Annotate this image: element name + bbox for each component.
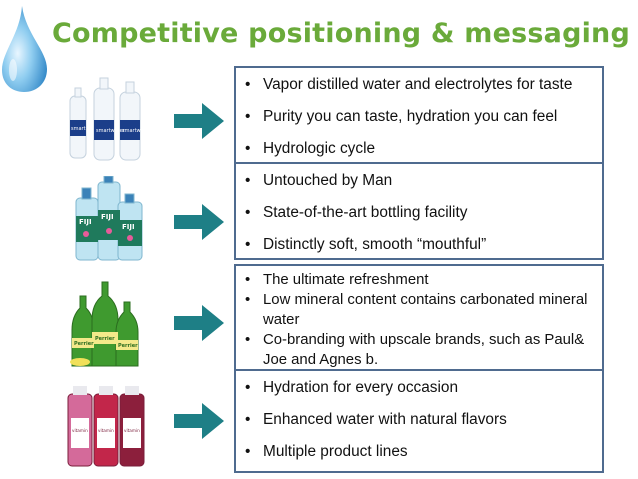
svg-text:Perrier: Perrier [95, 336, 115, 342]
smartwater-bottles-image: smart smartwater smartwater [69, 77, 152, 161]
svg-text:vitamin: vitamin [124, 428, 140, 433]
fiji-messaging-box: Untouched by Man State-of-the-art bottli… [234, 162, 604, 261]
svg-text:Perrier: Perrier [74, 341, 94, 347]
arrow-right-icon [174, 103, 224, 139]
svg-text:Perrier: Perrier [118, 343, 138, 349]
fiji-bottles-image: FIJI FIJI FIJI [75, 176, 143, 261]
svg-text:smartwater: smartwater [122, 128, 152, 134]
arrow-right-icon [174, 403, 224, 439]
list-item: Vapor distilled water and electrolytes f… [236, 69, 602, 101]
svg-text:smart: smart [71, 126, 86, 132]
perrier-messaging-box: The ultimate refreshment Low mineral con… [234, 264, 604, 372]
list-item: Hydrologic cycle [236, 133, 602, 165]
list-item: Untouched by Man [236, 165, 602, 197]
svg-text:FIJI: FIJI [101, 213, 114, 221]
list-item: Low mineral content contains carbonated … [236, 290, 602, 330]
list-item: Multiple product lines [236, 436, 602, 468]
svg-text:vitamin: vitamin [98, 428, 114, 433]
slide-title: Competitive positioning & messaging [52, 18, 630, 49]
list-item: Purity you can taste, hydration you can … [236, 101, 602, 133]
svg-text:vitamin: vitamin [72, 428, 88, 433]
list-item: The ultimate refreshment [236, 270, 602, 290]
svg-text:FIJI: FIJI [79, 218, 92, 226]
list-item: Hydration for every occasion [236, 372, 602, 404]
arrow-right-icon [174, 204, 224, 240]
arrow-right-icon [174, 305, 224, 341]
svg-text:smartwater: smartwater [96, 128, 126, 134]
vitaminwater-messaging-box: Hydration for every occasion Enhanced wa… [234, 369, 604, 473]
list-item: Distinctly soft, smooth “mouthful” [236, 229, 602, 261]
smartwater-messaging-box: Vapor distilled water and electrolytes f… [234, 66, 604, 165]
svg-text:FIJI: FIJI [122, 223, 135, 231]
vitaminwater-bottles-image: vitamin vitamin vitamin [67, 386, 145, 467]
perrier-bottles-image: Perrier Perrier Perrier [70, 281, 139, 367]
list-item: State-of-the-art bottling facility [236, 197, 602, 229]
list-item: Co-branding with upscale brands, such as… [236, 330, 602, 370]
list-item: Enhanced water with natural flavors [236, 404, 602, 436]
water-drop-icon [2, 6, 47, 92]
